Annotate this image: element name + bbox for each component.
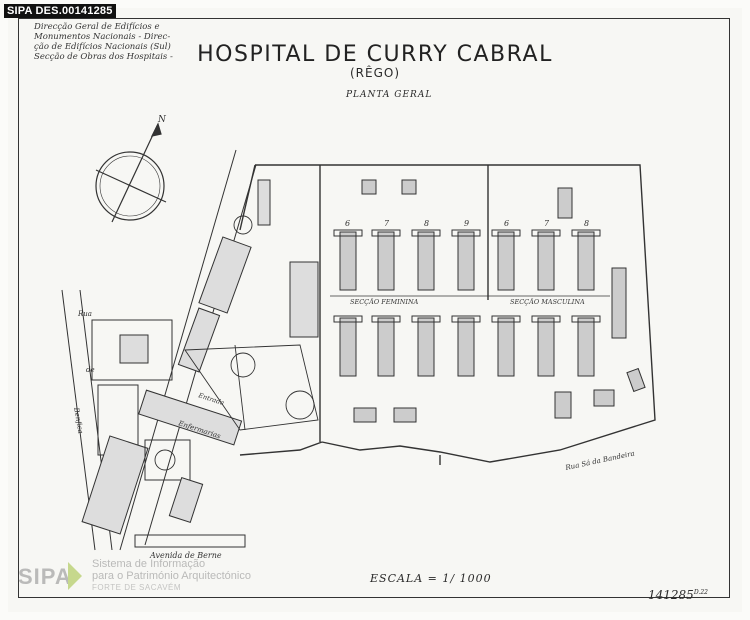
- sipa-text: Sistema de Informação para o Património …: [92, 558, 251, 594]
- pavilion-number: 8: [584, 219, 589, 228]
- sipa-line: FORTE DE SACAVÉM: [92, 583, 182, 592]
- pavilion-number: 8: [424, 219, 429, 228]
- male-section-label: SECÇÃO MASCULINA: [510, 297, 585, 306]
- pavilion-number-labels: 6 7 8 9 6 7 8: [345, 219, 589, 228]
- pavilion-number: 6: [345, 219, 350, 228]
- street-label-rua: Rua: [77, 310, 92, 318]
- archive-number-main: 141285: [648, 588, 694, 602]
- north-compass-icon: [95, 122, 167, 223]
- main-avenue: [61, 149, 257, 551]
- drawing-title: HOSPITAL DE CURRY CABRAL: [197, 42, 553, 67]
- sipa-line: para o Património Arquitectónico: [92, 570, 251, 582]
- sipa-logo: SIPA: [18, 564, 72, 589]
- scale-label: ESCALA = 1/ 1000: [370, 572, 492, 585]
- pavilion-number: 6: [504, 219, 509, 228]
- female-section-label: SECÇÃO FEMININA: [350, 297, 419, 306]
- institution-line: ção de Edifícios Nacionais (Sul): [34, 42, 171, 52]
- street-label-bandeira: Rua Sá da Bandeira: [564, 449, 636, 472]
- drawing-subtitle: (RÊGO): [349, 66, 401, 80]
- archive-number-sup: D.22: [693, 589, 708, 596]
- left-complex: [81, 179, 319, 548]
- pavilion-number: 7: [384, 219, 390, 228]
- institution-line: Secção de Obras dos Hospitais -: [34, 52, 173, 62]
- north-label: N: [157, 115, 167, 125]
- pavilion-number: 9: [464, 219, 469, 228]
- street-label-berne: Avenida de Berne: [149, 551, 222, 560]
- sipa-line: Sistema de Informação: [92, 558, 206, 570]
- drawing-border: [18, 18, 730, 598]
- male-pavilions: [491, 187, 646, 419]
- street-label-benfica: Benfica: [72, 406, 85, 435]
- record-id-tag: SIPA DES.00141285: [4, 4, 116, 18]
- entrance-label: Entrada: [196, 391, 225, 407]
- female-pavilions: [333, 179, 481, 423]
- pavilion-number: 7: [544, 219, 550, 228]
- sipa-arrow-icon: [68, 562, 82, 590]
- archive-number: 141285D.22: [648, 588, 708, 602]
- institution-line: Direcção Geral de Edifícios e: [34, 22, 160, 32]
- institution-note: Direcção Geral de Edifícios e Monumentos…: [34, 22, 173, 62]
- plan-title: PLANTA GERAL: [346, 90, 433, 100]
- gardens: [154, 215, 319, 471]
- street-label-de: de: [86, 366, 95, 374]
- institution-line: Monumentos Nacionais - Direc-: [34, 32, 171, 42]
